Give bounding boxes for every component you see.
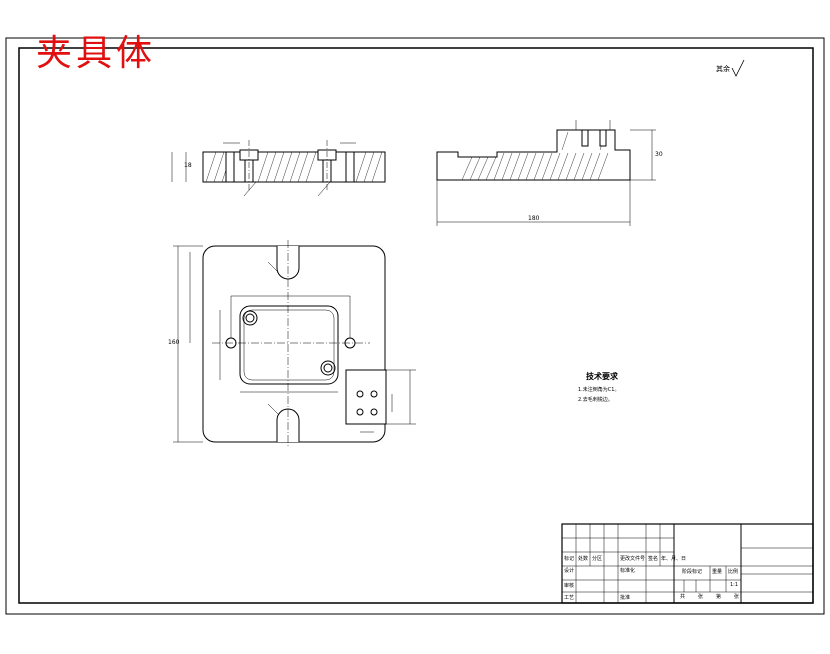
height-right-dim: 30 [655, 151, 663, 158]
tb-review: 审核 [564, 583, 575, 589]
plan-view [173, 240, 416, 448]
tb-count: 处数 [578, 556, 589, 562]
roughness-symbol [731, 59, 745, 77]
side-section-view [436, 120, 656, 226]
tb-process: 工艺 [564, 595, 575, 601]
title-block [561, 523, 814, 604]
tb-design: 设计 [564, 568, 575, 574]
tb-scale: 比例 [728, 569, 739, 575]
tb-scale-value: 1:1 [730, 582, 739, 588]
plan-height-dim: 160 [168, 339, 180, 346]
tb-sign: 签名 [648, 556, 659, 562]
front-section-view [171, 140, 386, 197]
tb-weight: 重量 [712, 569, 723, 575]
tb-date: 年、月、日 [661, 556, 687, 562]
tech-requirement-2: 2.去毛刺锐边。 [578, 397, 613, 403]
overall-length-dim: 180 [528, 215, 540, 222]
inner-border [18, 47, 814, 604]
tb-sheets-unit2: 张 [734, 594, 740, 600]
side-depth-dim: 18 [184, 162, 192, 169]
tb-stage-mark: 阶段标记 [682, 569, 703, 575]
roughness-note: 其余 [716, 65, 730, 73]
tech-requirements-heading: 技术要求 [586, 372, 618, 381]
outer-border [5, 37, 825, 615]
tb-sheets-total: 共 [680, 594, 686, 600]
tb-standard: 标准化 [620, 568, 636, 574]
tb-change-doc: 更改文件号 [620, 556, 646, 562]
tb-approve: 批准 [620, 595, 631, 601]
tb-sheets-unit1: 张 [698, 594, 704, 600]
tb-mark: 标记 [564, 556, 575, 562]
tb-zone: 分区 [592, 556, 603, 562]
drawing-title: 夹具体 [36, 33, 157, 74]
tech-requirement-1: 1.未注倒角为C1。 [578, 387, 620, 393]
tb-sheets-num: 第 [716, 594, 722, 600]
